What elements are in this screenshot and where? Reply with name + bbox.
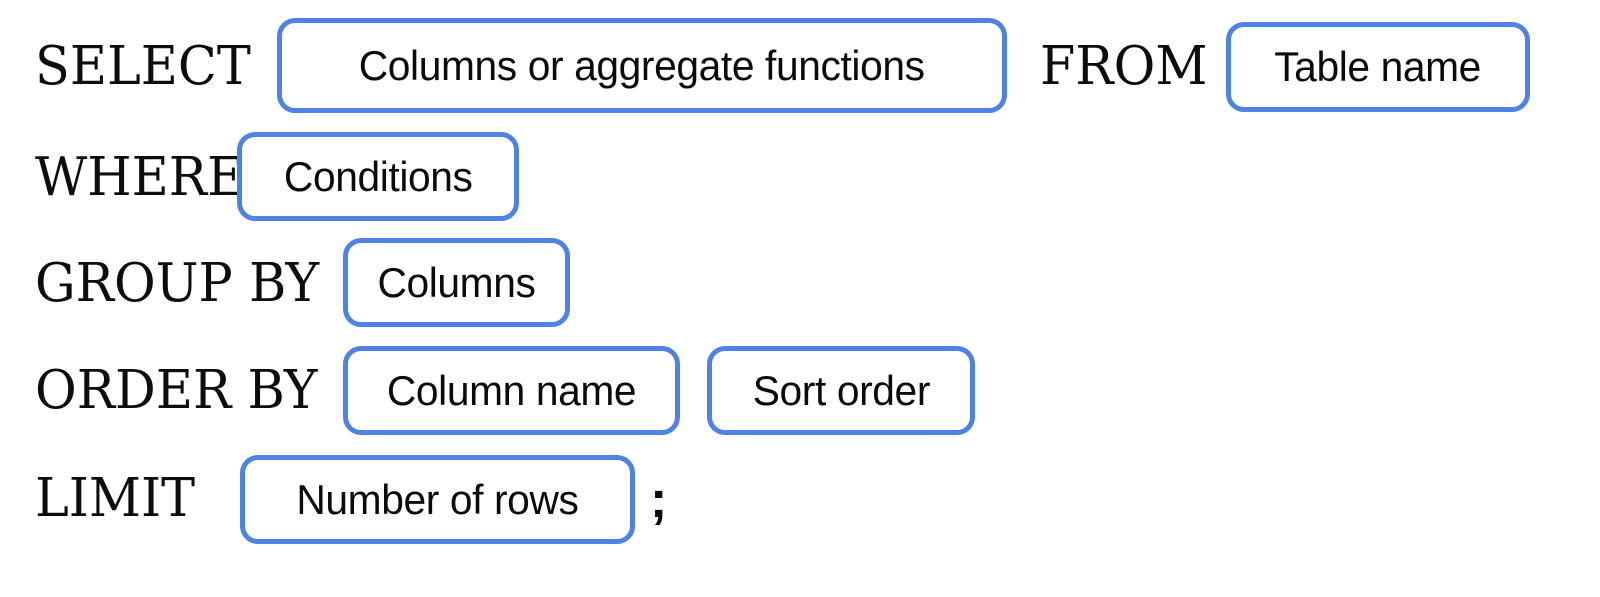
slot-group-by-columns[interactable]: Columns xyxy=(343,238,570,327)
slot-sort-order[interactable]: Sort order xyxy=(707,346,975,435)
keyword-limit: LIMIT xyxy=(35,468,196,529)
slot-table-name[interactable]: Table name xyxy=(1226,22,1530,112)
keyword-order-by: ORDER BY xyxy=(35,360,318,421)
keyword-where: WHERE xyxy=(35,147,245,208)
slot-conditions[interactable]: Conditions xyxy=(237,132,519,221)
slot-label: Conditions xyxy=(283,152,473,200)
keyword-from: FROM xyxy=(1040,36,1208,97)
slot-number-of-rows[interactable]: Number of rows xyxy=(240,455,635,544)
slot-label: Column name xyxy=(386,366,637,414)
keyword-select: SELECT xyxy=(35,36,251,97)
keyword-group-by: GROUP BY xyxy=(35,253,320,314)
slot-label: Table name xyxy=(1274,43,1482,90)
slot-label: Columns or aggregate functions xyxy=(359,41,925,89)
slot-label: Columns xyxy=(377,258,536,306)
slot-order-by-column-name[interactable]: Column name xyxy=(343,346,680,435)
slot-columns-or-aggregate-functions[interactable]: Columns or aggregate functions xyxy=(277,18,1007,113)
slot-label: Number of rows xyxy=(296,475,579,523)
slot-label: Sort order xyxy=(752,366,930,414)
statement-terminator-semicolon: ; xyxy=(650,471,668,529)
